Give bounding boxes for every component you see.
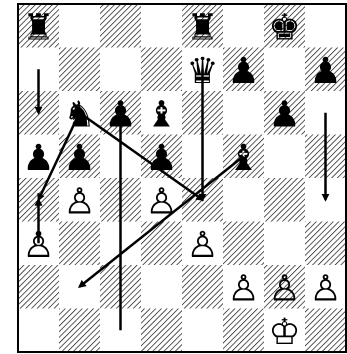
white-pawn-f2[interactable]: ♙ (227, 268, 259, 309)
square-f1[interactable] (223, 309, 264, 353)
square-d7[interactable] (141, 48, 182, 92)
white-pawn-g2[interactable]: ♙ (268, 268, 300, 309)
square-d1[interactable] (141, 309, 182, 353)
square-a1[interactable] (18, 309, 59, 353)
square-b7[interactable] (59, 48, 100, 92)
black-pawn-d5[interactable]: ♟ (145, 138, 177, 179)
square-e2[interactable] (182, 265, 223, 309)
white-king-g1[interactable]: ♔ (268, 312, 300, 353)
black-bishop-f5[interactable]: ♝ (227, 138, 259, 179)
square-h3[interactable] (305, 222, 346, 266)
square-f6[interactable] (223, 91, 264, 135)
square-a2[interactable] (18, 265, 59, 309)
square-h1[interactable] (305, 309, 346, 353)
square-d8[interactable] (141, 4, 182, 48)
square-b3[interactable] (59, 222, 100, 266)
square-g7[interactable] (264, 48, 305, 92)
square-f8[interactable] (223, 4, 264, 48)
white-pawn-b4[interactable]: ♙ (63, 181, 95, 222)
white-pawn-d4[interactable]: ♙ (145, 181, 177, 222)
square-d2[interactable] (141, 265, 182, 309)
black-pawn-b5[interactable]: ♟ (63, 138, 95, 179)
square-d3[interactable] (141, 222, 182, 266)
white-pawn-e3[interactable]: ♙ (186, 225, 218, 266)
black-rook-a8[interactable]: ♜ (22, 7, 54, 48)
square-g3[interactable] (264, 222, 305, 266)
square-f4[interactable] (223, 178, 264, 222)
square-b8[interactable] (59, 4, 100, 48)
black-pawn-g6[interactable]: ♟ (268, 94, 300, 135)
square-h8[interactable] (305, 4, 346, 48)
black-pawn-a5[interactable]: ♟ (22, 138, 54, 179)
square-g5[interactable] (264, 135, 305, 179)
square-c8[interactable] (100, 4, 141, 48)
square-c7[interactable] (100, 48, 141, 92)
black-bishop-d6[interactable]: ♝ (145, 94, 177, 135)
black-pawn-f7[interactable]: ♟ (227, 51, 259, 92)
square-b1[interactable] (59, 309, 100, 353)
black-pawn-h7[interactable]: ♟ (309, 51, 341, 92)
square-e1[interactable] (182, 309, 223, 353)
white-pawn-h2[interactable]: ♙ (309, 268, 341, 309)
square-f3[interactable] (223, 222, 264, 266)
square-g4[interactable] (264, 178, 305, 222)
black-king-g8[interactable]: ♚ (268, 7, 300, 48)
black-rook-e8[interactable]: ♜ (186, 7, 218, 48)
